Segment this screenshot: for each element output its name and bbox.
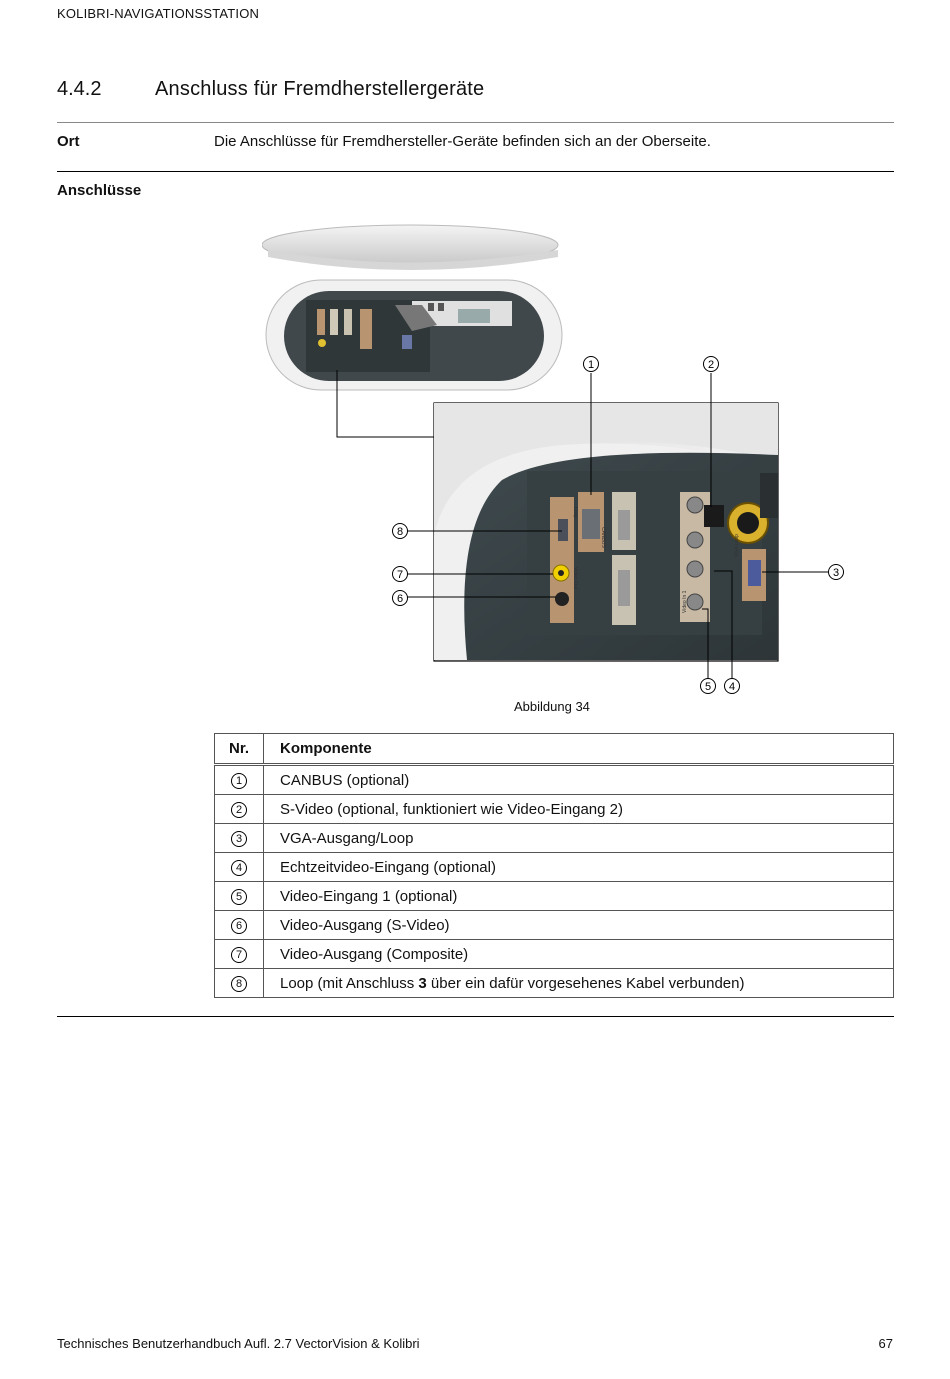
divider (57, 122, 894, 123)
callout-5: 5 (700, 678, 716, 694)
table-row: 7 Video-Ausgang (Composite) (214, 939, 894, 969)
figure-caption: Abbildung 34 (514, 699, 590, 714)
row-text: Video-Ausgang (Composite) (263, 939, 894, 969)
row-number: 7 (214, 939, 264, 969)
row-number: 4 (214, 852, 264, 882)
row-text: Echtzeitvideo-Eingang (optional) (263, 852, 894, 882)
connector-figure: 1 2 3 4 5 6 7 8 CANBUS Loop Video Out VG… (262, 224, 844, 694)
running-header: KOLIBRI-NAVIGATIONSSTATION (57, 6, 260, 21)
port-label-loop: Loop (572, 507, 578, 518)
ort-label: Ort (57, 133, 80, 150)
callout-6: 6 (392, 590, 408, 606)
svg-text:6: 6 (397, 593, 403, 605)
overview-photo (262, 224, 563, 391)
row-text-part: Loop (mit Anschluss (280, 974, 419, 992)
section-number: 4.4.2 (57, 78, 102, 100)
svg-text:7: 7 (397, 569, 403, 581)
table-row: 5 Video-Eingang 1 (optional) (214, 881, 894, 911)
port-label-vga-loop: VGA Loop (734, 534, 740, 557)
page-number: 67 (878, 1336, 893, 1351)
svg-text:4: 4 (729, 681, 735, 693)
table-row: 8 Loop (mit Anschluss 3 über ein dafür v… (214, 968, 894, 998)
section-title: Anschluss für Fremdherstellergeräte (155, 78, 485, 100)
row-number: 8 (214, 968, 264, 998)
number-circle: 2 (231, 801, 247, 818)
divider (57, 1016, 894, 1017)
component-table: Nr. Komponente 1 CANBUS (optional) 2 S-V… (214, 733, 894, 998)
svg-text:5: 5 (705, 681, 711, 693)
svg-text:1: 1 (588, 359, 594, 371)
col-header-komponente: Komponente (263, 733, 894, 766)
anschluesse-label: Anschlüsse (57, 182, 142, 199)
callout-1: 1 (583, 356, 599, 372)
col-header-nr: Nr. (214, 733, 264, 766)
row-text: VGA-Ausgang/Loop (263, 823, 894, 853)
number-circle: 8 (231, 975, 247, 992)
row-text-bold: 3 (418, 974, 427, 992)
number-circle: 4 (231, 859, 247, 876)
callouts: 1 2 3 4 5 6 7 8 (392, 356, 844, 694)
footer-document-title: Technisches Benutzerhandbuch Aufl. 2.7 V… (57, 1336, 420, 1351)
callout-7: 7 (392, 566, 408, 582)
port-labels: CANBUS Loop Video Out VGA Loop Video In … (572, 507, 740, 613)
port-label-canbus: CANBUS (600, 527, 606, 549)
callout-lines (407, 373, 828, 687)
table-header-row: Nr. Komponente (214, 733, 894, 766)
table-row: 2 S-Video (optional, funktioniert wie Vi… (214, 794, 894, 824)
row-number: 1 (214, 764, 264, 795)
row-text: Video-Eingang 1 (optional) (263, 881, 894, 911)
row-text: CANBUS (optional) (263, 764, 894, 795)
ort-text: Die Anschlüsse für Fremdhersteller-Gerät… (214, 133, 711, 150)
port-label-video-out: Video Out (572, 567, 578, 590)
number-circle: 1 (231, 772, 247, 789)
port-label-video-in-1: Video In 1 (682, 590, 688, 613)
svg-text:3: 3 (833, 567, 839, 579)
row-text: Loop (mit Anschluss 3 über ein dafür vor… (263, 968, 894, 998)
table-row: 4 Echtzeitvideo-Eingang (optional) (214, 852, 894, 882)
row-text: Video-Ausgang (S-Video) (263, 910, 894, 940)
row-number: 3 (214, 823, 264, 853)
number-circle: 5 (231, 888, 247, 905)
number-circle: 7 (231, 946, 247, 963)
callout-4: 4 (724, 678, 740, 694)
divider (57, 171, 894, 172)
number-circle: 3 (231, 830, 247, 847)
svg-text:8: 8 (397, 526, 403, 538)
callout-8: 8 (392, 523, 408, 539)
row-number: 2 (214, 794, 264, 824)
row-text-part: über ein dafür vorgesehenes Kabel verbun… (426, 974, 745, 992)
table-row: 1 CANBUS (optional) (214, 764, 894, 795)
svg-text:2: 2 (708, 359, 714, 371)
detail-photo (433, 402, 779, 662)
number-circle: 6 (231, 917, 247, 934)
callout-3: 3 (828, 564, 844, 580)
table-row: 3 VGA-Ausgang/Loop (214, 823, 894, 853)
row-number: 6 (214, 910, 264, 940)
callout-2: 2 (703, 356, 719, 372)
table-row: 6 Video-Ausgang (S-Video) (214, 910, 894, 940)
row-number: 5 (214, 881, 264, 911)
row-text: S-Video (optional, funktioniert wie Vide… (263, 794, 894, 824)
